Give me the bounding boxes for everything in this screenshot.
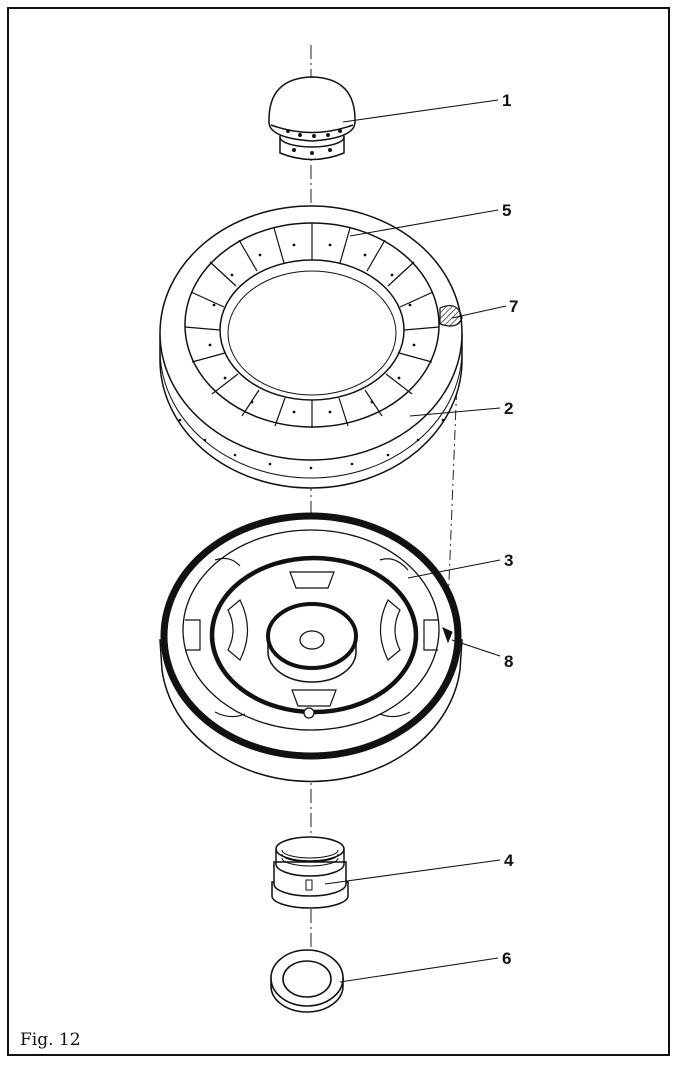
cap-part (268, 76, 356, 161)
part-number-2: 2 (504, 399, 513, 418)
leader-lines (324, 99, 507, 983)
part-number-4: 4 (504, 851, 514, 870)
leader-line-1 (342, 99, 499, 123)
leader-line-3 (407, 559, 501, 579)
leader-line-5 (349, 209, 499, 237)
leader-line-6 (339, 957, 499, 983)
part-number-6: 6 (502, 949, 511, 968)
burner-ring-part (159, 205, 463, 489)
part-number-1: 1 (502, 91, 511, 110)
leader-line-7 (451, 305, 507, 319)
leader-line-4 (324, 859, 501, 885)
washer-part (270, 949, 344, 1013)
part-number-5: 5 (502, 201, 511, 220)
figure-caption: Fig. 12 (20, 1030, 81, 1050)
part-number-7: 7 (509, 297, 518, 316)
part-number-8: 8 (504, 652, 513, 671)
burner-base-part (159, 512, 463, 783)
threaded-insert-part (271, 836, 349, 909)
leader-line-2 (409, 407, 501, 417)
leader-line-8 (451, 639, 501, 657)
part-number-3: 3 (504, 551, 513, 570)
